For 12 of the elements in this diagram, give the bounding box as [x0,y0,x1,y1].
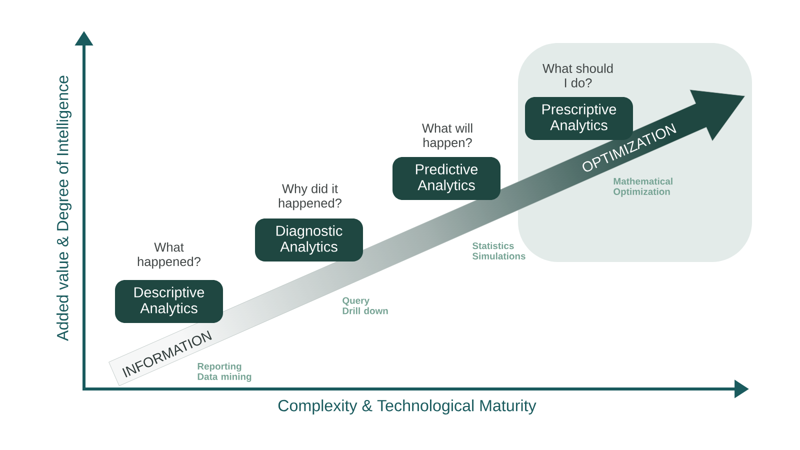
method-label: Query Drill down [342,297,388,314]
question-text: What should I do? [542,64,613,88]
question-text: What will happen? [422,123,472,150]
analytics-box: Descriptive Analytics [115,280,223,323]
question-text: What happened? [138,242,200,269]
method-label: Statistics Simulations [472,242,526,260]
analytics-box: Predictive Analytics [392,157,500,200]
analytics-box: Diagnostic Analytics [255,218,363,262]
axis-title: Added value & Degree of Intelligence [56,76,72,341]
question-text: Why did it happened? [278,184,342,210]
axis-title: Complexity & Technological Maturity [278,399,536,414]
method-label: Mathematical Optimization [614,178,672,197]
